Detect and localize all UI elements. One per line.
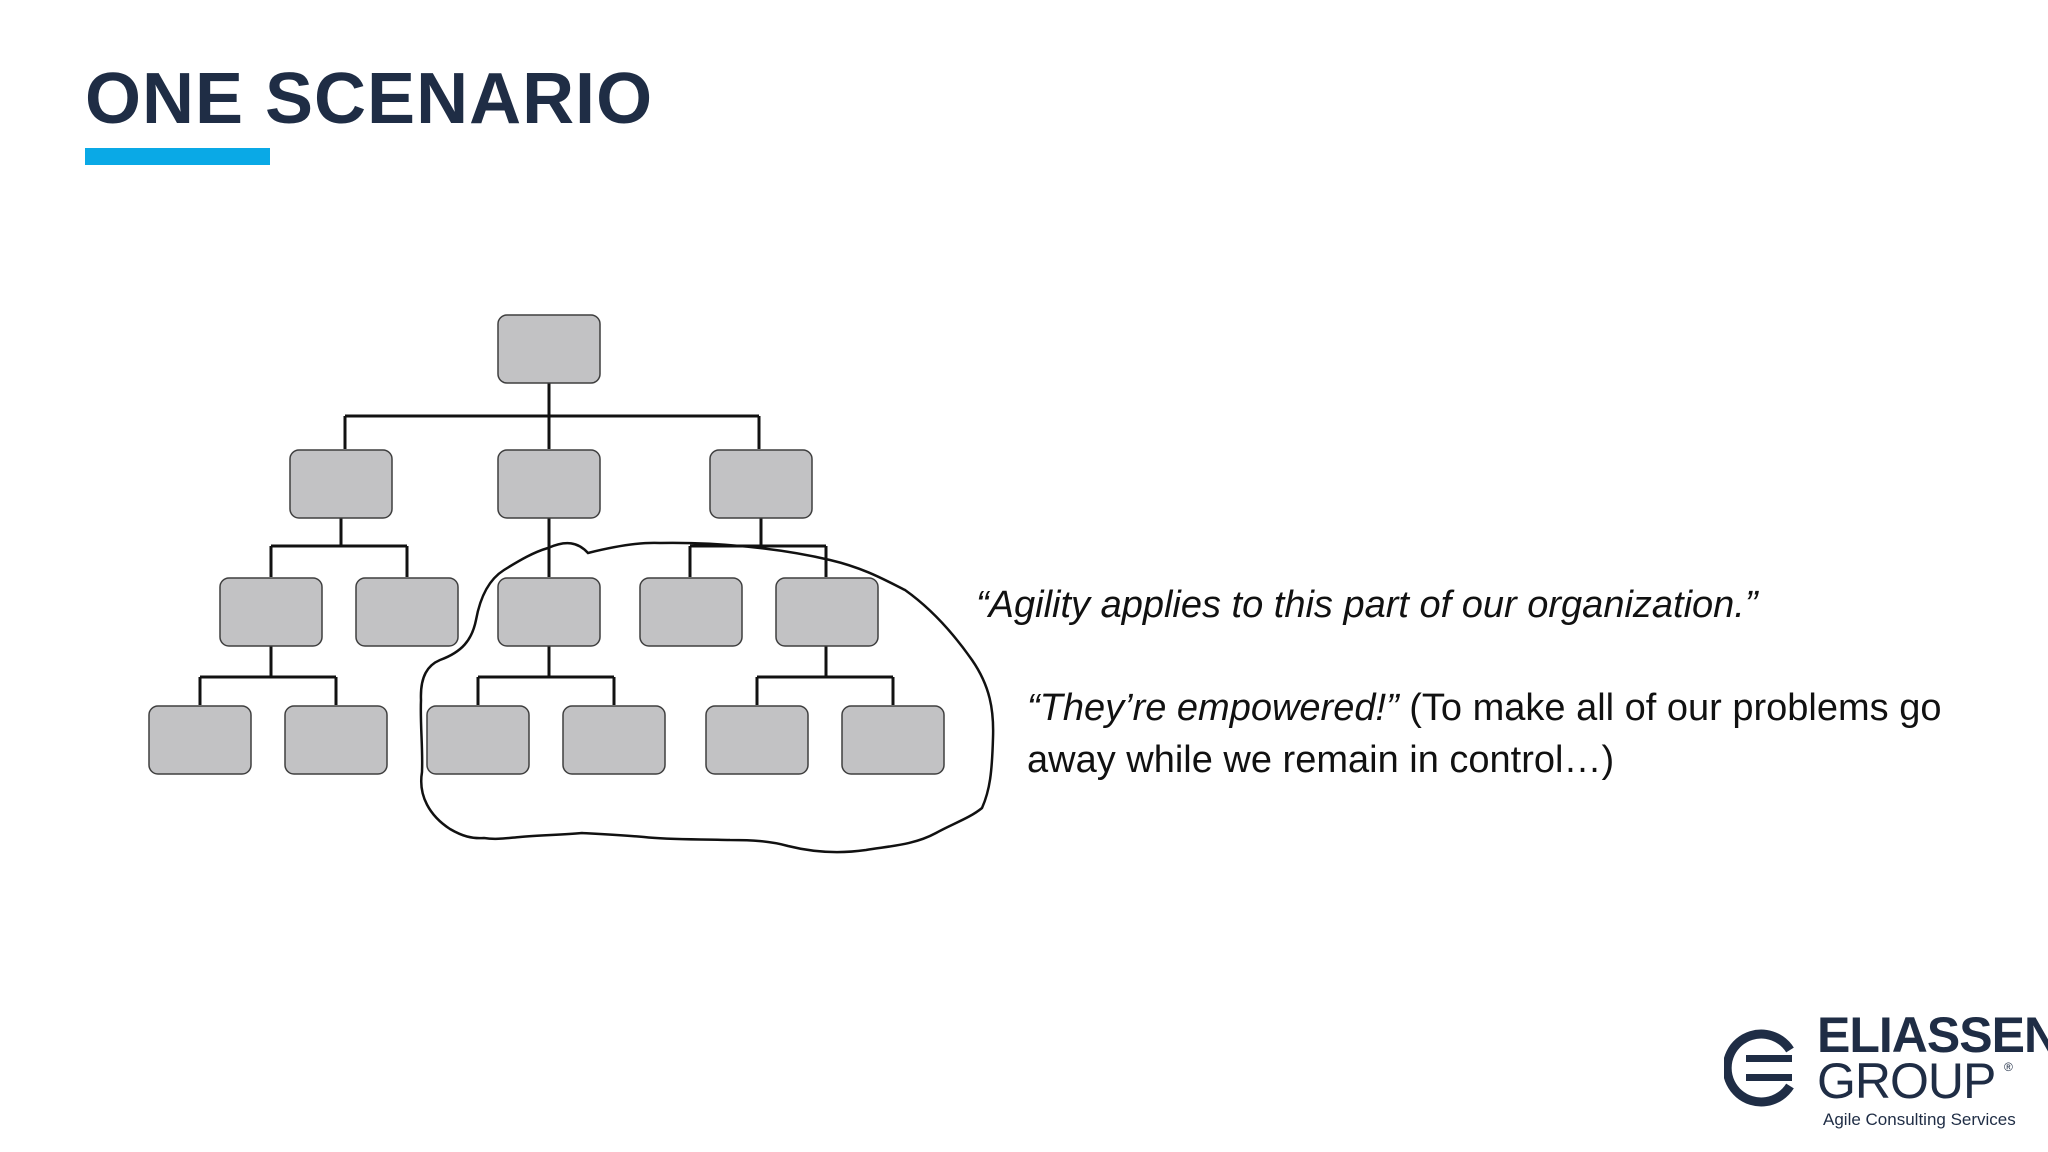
logo-name-line1: ELIASSEN: [1817, 1007, 2048, 1063]
org-node-member-1: [148, 705, 252, 775]
org-node-lead-4: [639, 577, 743, 647]
agility-scope-outline: [419, 541, 995, 854]
org-node-member-2: [284, 705, 388, 775]
logo-tagline: Agile Consulting Services: [1823, 1110, 2016, 1129]
org-node-member-5: [705, 705, 809, 775]
empowered-quote-rest: (To make all of our problems go away whi…: [1027, 687, 1942, 781]
eliassen-circle-e-icon: [1724, 1029, 1794, 1107]
connector-team-a: [198, 645, 338, 705]
org-node-manager-left: [289, 449, 393, 519]
org-chart-nodes: [148, 314, 945, 775]
org-node-root: [497, 314, 601, 384]
org-node-lead-3: [497, 577, 601, 647]
logo-registered-mark: ®: [2004, 1060, 2013, 1074]
org-node-member-4: [562, 705, 666, 775]
org-node-member-3: [426, 705, 530, 775]
org-node-lead-5: [775, 577, 879, 647]
org-node-lead-2: [355, 577, 459, 647]
org-node-lead-1: [219, 577, 323, 647]
connector-team-b: [476, 645, 616, 705]
empowered-quote: “They’re empowered!” (To make all of our…: [1027, 682, 1977, 786]
connector-root: [343, 383, 761, 449]
org-chart-connectors: [198, 383, 895, 705]
org-node-member-6: [841, 705, 945, 775]
logo-name-line2: GROUP: [1817, 1053, 1996, 1109]
slide-title: ONE SCENARIO: [85, 59, 654, 139]
agility-quote: “Agility applies to this part of our org…: [976, 584, 1758, 626]
connector-team-c: [755, 645, 895, 705]
connector-left-manager: [269, 518, 409, 577]
empowered-quote-italic: “They’re empowered!”: [1027, 687, 1399, 729]
org-node-manager-right: [709, 449, 813, 519]
title-underline: [85, 148, 270, 165]
connector-right-manager: [688, 518, 828, 577]
org-node-manager-middle: [497, 449, 601, 519]
eliassen-group-logo: ELIASSEN GROUP ® Agile Consulting Servic…: [1720, 1010, 2048, 1132]
